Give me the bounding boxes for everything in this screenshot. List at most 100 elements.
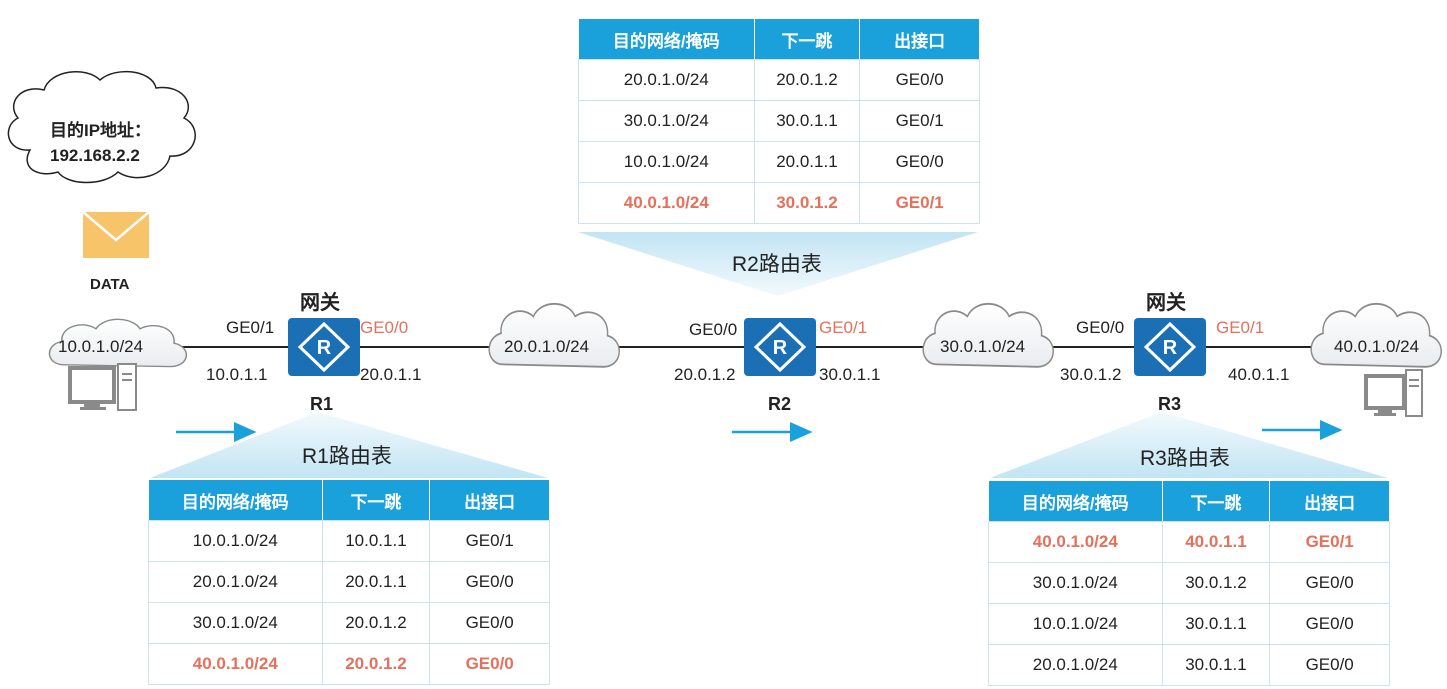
r1-table-fan [150,412,548,478]
svg-text:R: R [317,337,332,359]
r2-table-caption: R2路由表 [732,253,822,276]
table-cell: 40.0.1.0/24 [148,643,323,685]
cloud-30-icon [922,302,1055,368]
r2-right-if: GE0/1 [819,318,868,337]
table-cell: 30.0.1.1 [753,100,861,142]
table-cell: GE0/0 [859,141,980,183]
r2-right-ip: 30.0.1.1 [819,365,881,384]
svg-text:R: R [773,337,788,359]
table-header-cell: 出接口 [859,18,980,60]
network-40-label: 40.0.1.0/24 [1334,337,1420,356]
table-header-cell: 下一跳 [753,18,861,60]
bubble-ip: 192.168.2.2 [50,146,140,165]
table-cell: 30.0.1.2 [753,182,861,224]
envelope-icon [82,211,150,258]
table-cell: 20.0.1.0/24 [148,561,323,603]
table-cell: GE0/1 [429,520,550,562]
network-10-label: 10.0.1.0/24 [58,337,144,356]
computer-right-icon [1364,369,1423,417]
table-cell: 20.0.1.0/24 [578,59,755,101]
router-r1-icon: R [288,318,360,376]
r1-gateway-label: 网关 [300,292,340,314]
network-30-label: 30.0.1.0/24 [940,337,1026,356]
r1-name: R1 [310,394,334,414]
table-cell: 40.0.1.1 [1161,521,1271,563]
table-header-cell: 出接口 [429,479,550,521]
table-header-cell: 下一跳 [321,479,431,521]
r1-table-caption: R1路由表 [302,445,392,468]
r3-gateway-label: 网关 [1146,292,1186,314]
table-cell: 10.0.1.1 [321,520,431,562]
router-r3-icon: R [1134,318,1206,376]
table-cell: 40.0.1.0/24 [988,521,1163,563]
r3-name: R3 [1158,394,1182,414]
table-cell: 10.0.1.0/24 [148,520,323,562]
table-cell: 20.0.1.2 [321,602,431,644]
cloud-40-icon [1310,302,1443,368]
computer-left-icon [68,363,137,411]
bubble-title: 目的IP地址： [50,121,152,140]
r3-right-ip: 40.0.1.1 [1228,365,1290,384]
r1-right-if: GE0/0 [360,318,409,337]
table-cell: 30.0.1.1 [1161,603,1271,645]
table-header-cell: 目的网络/掩码 [578,18,755,60]
r2-left-ip: 20.0.1.2 [674,365,736,384]
table-cell: GE0/0 [859,59,980,101]
table-cell: 10.0.1.0/24 [578,141,755,183]
table-cell: 20.0.1.1 [321,561,431,603]
table-header-cell: 目的网络/掩码 [988,480,1163,522]
r1-left-ip: 10.0.1.1 [206,365,268,384]
router-r2-icon: R [744,318,816,376]
cloud-20-icon [488,302,621,368]
table-cell: GE0/0 [429,602,550,644]
r1-right-ip: 20.0.1.1 [360,365,422,384]
r3-left-ip: 30.0.1.2 [1060,365,1122,384]
table-cell: 20.0.1.2 [321,643,431,685]
table-header-cell: 出接口 [1269,480,1390,522]
svg-text:R: R [1163,337,1178,359]
table-cell: 30.0.1.1 [1161,644,1271,686]
table-cell: 20.0.1.1 [753,141,861,183]
thought-bubble-icon [7,70,196,184]
r3-right-if: GE0/1 [1216,318,1265,337]
table-cell: 20.0.1.2 [753,59,861,101]
r2-left-if: GE0/0 [689,320,738,339]
r3-table-caption: R3路由表 [1140,447,1230,470]
table-cell: 30.0.1.2 [1161,562,1271,604]
table-cell: GE0/1 [859,100,980,142]
table-cell: 40.0.1.0/24 [578,182,755,224]
r2-name: R2 [768,394,792,414]
table-cell: GE0/1 [859,182,980,224]
table-cell: GE0/0 [1269,603,1390,645]
network-20-label: 20.0.1.0/24 [504,337,590,356]
table-cell: 30.0.1.0/24 [988,562,1163,604]
table-cell: 10.0.1.0/24 [988,603,1163,645]
table-cell: GE0/1 [1269,521,1390,563]
table-cell: GE0/0 [429,643,550,685]
table-header-cell: 目的网络/掩码 [148,479,323,521]
r2-table-fan [578,232,978,296]
table-cell: 20.0.1.0/24 [988,644,1163,686]
table-cell: GE0/0 [429,561,550,603]
table-cell: 30.0.1.0/24 [148,602,323,644]
r3-table-fan [990,412,1388,478]
r1-left-if: GE0/1 [226,318,275,337]
table-cell: 30.0.1.0/24 [578,100,755,142]
r3-left-if: GE0/0 [1076,318,1125,337]
table-cell: GE0/0 [1269,562,1390,604]
